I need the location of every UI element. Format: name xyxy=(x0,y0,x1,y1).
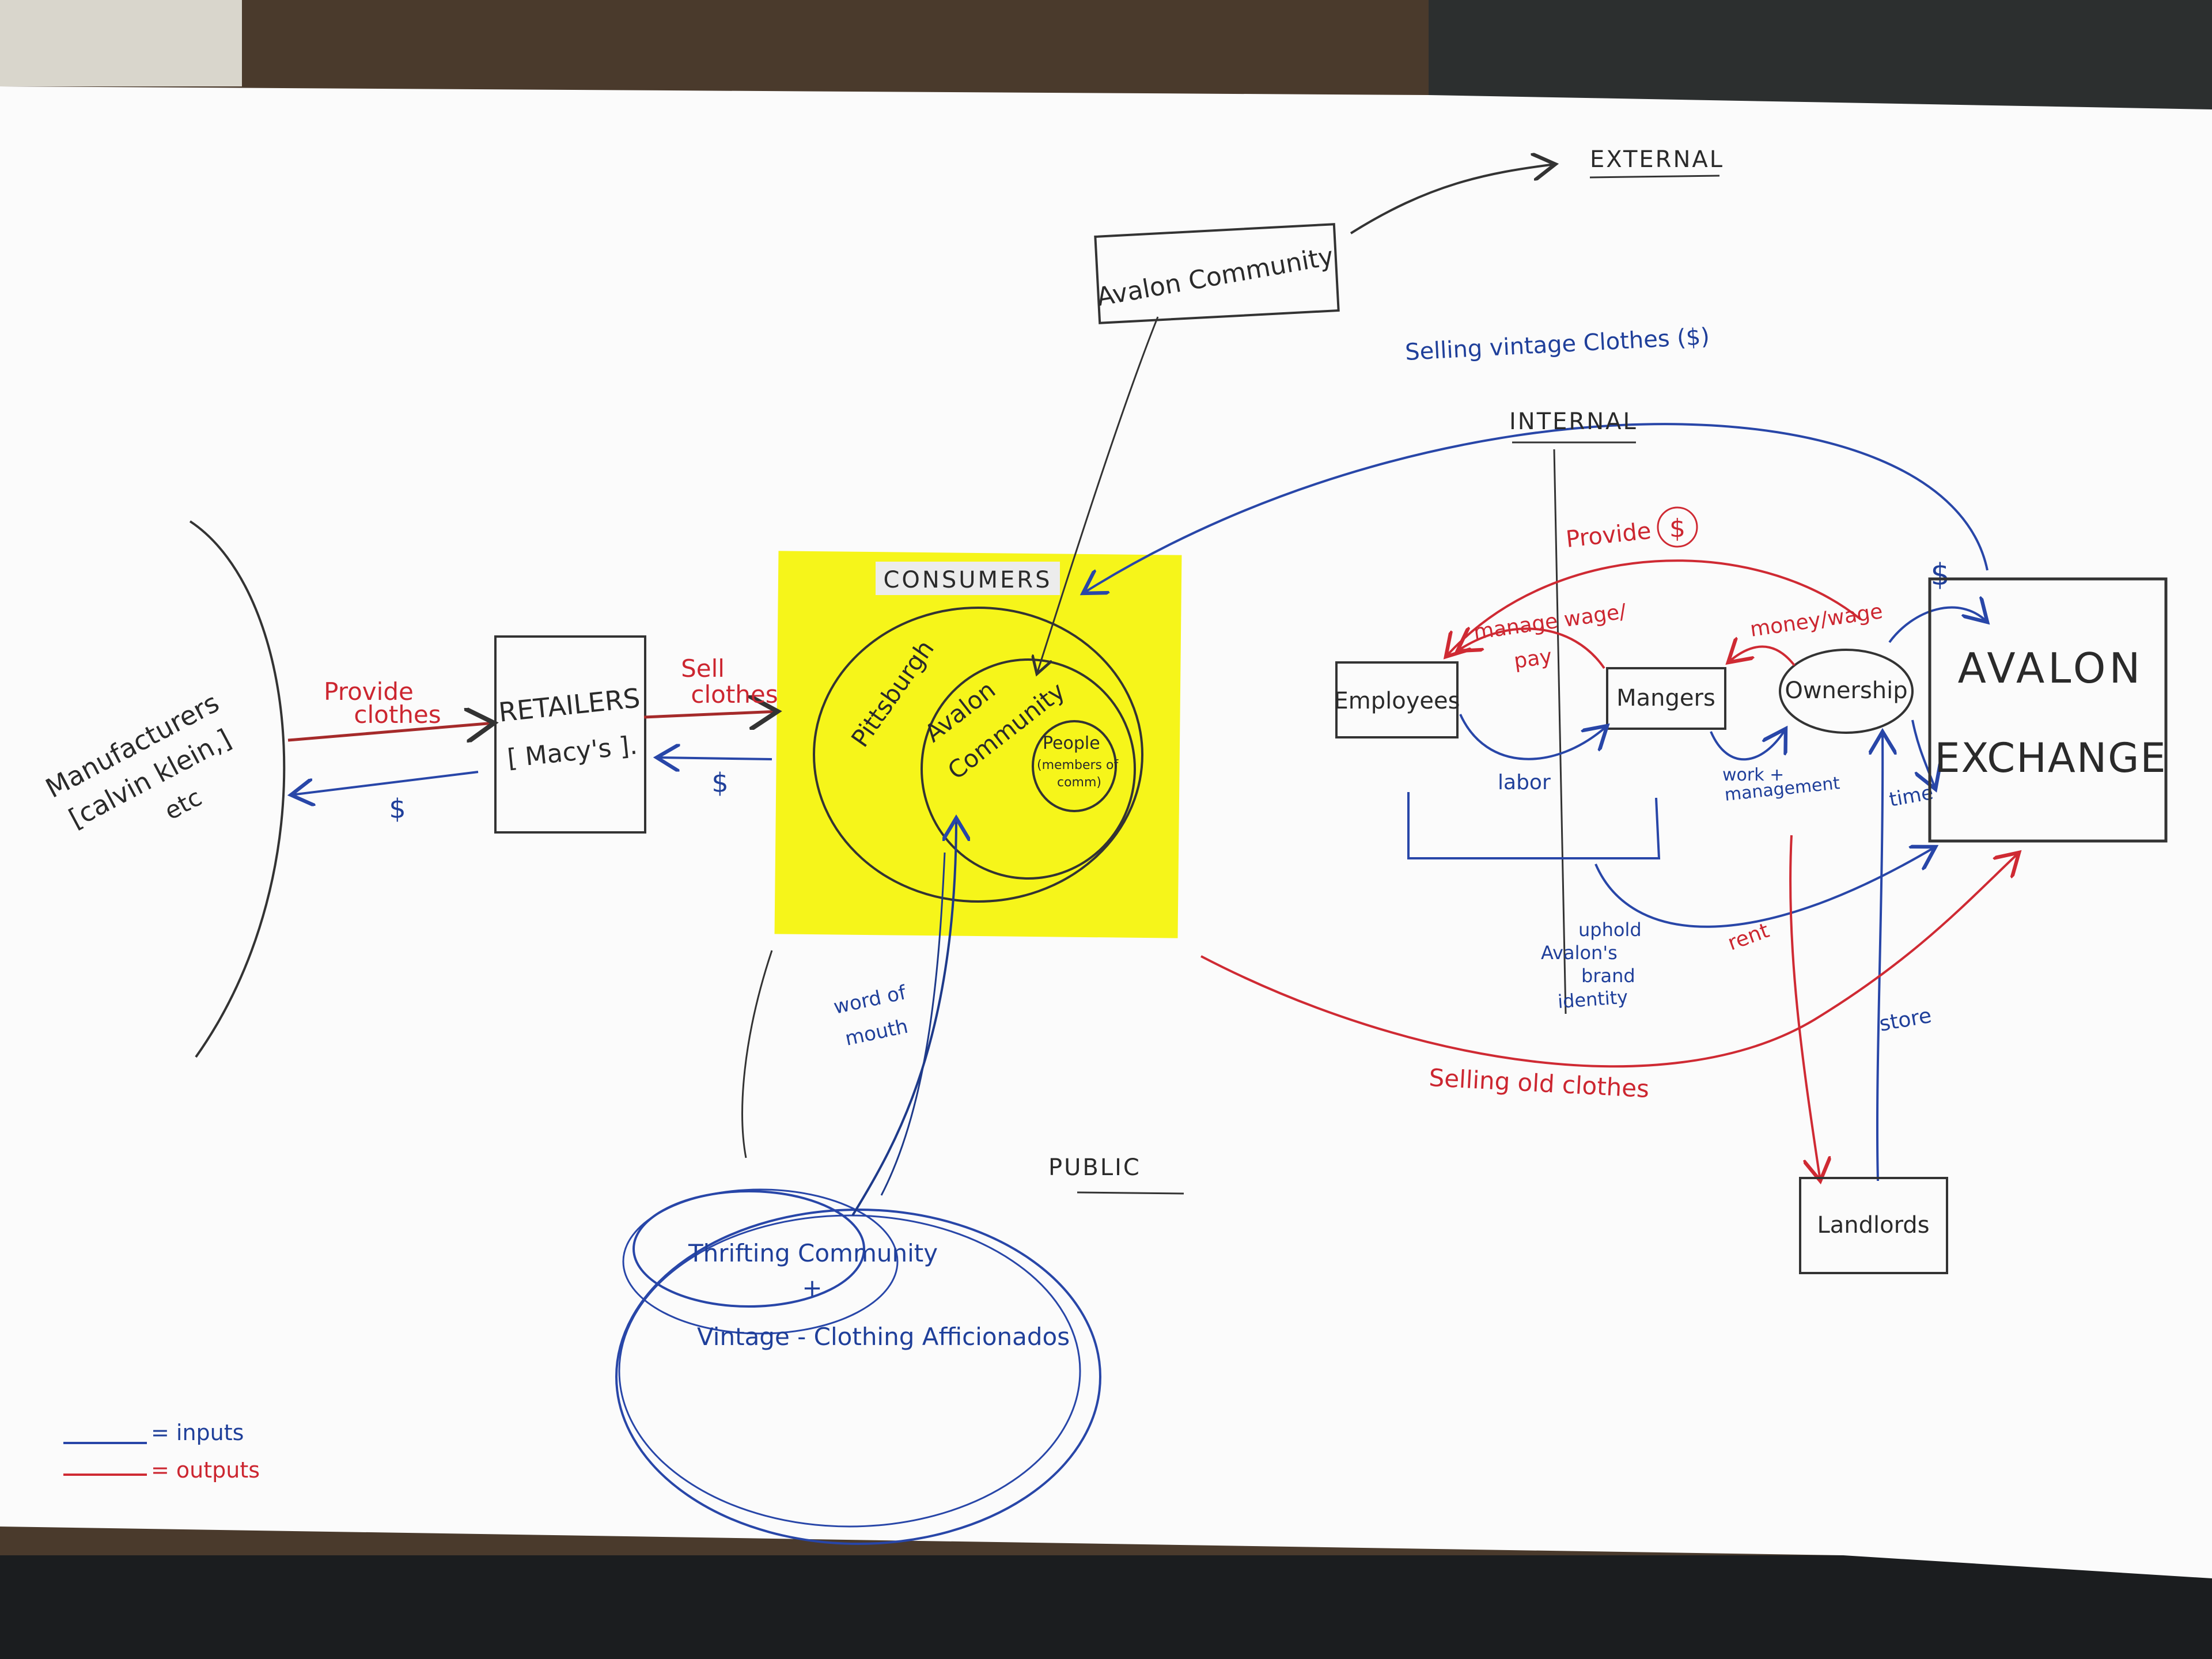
legend-inputs-label: = inputs xyxy=(151,1420,244,1445)
legend-outputs-label: = outputs xyxy=(151,1457,260,1483)
public-underline xyxy=(1077,1192,1184,1194)
ring-people-label-1: People xyxy=(1043,733,1100,753)
provide-dollar-symbol: $ xyxy=(1669,514,1685,543)
provide-clothes-label-2: clothes xyxy=(354,700,441,729)
labor-label: labor xyxy=(1498,771,1551,794)
thrifting-label-3: Vintage - Clothing Afficionados xyxy=(697,1323,1070,1351)
ownership-label: Ownership xyxy=(1785,677,1907,704)
sell-clothes-label-1: Sell xyxy=(681,654,725,683)
cutting-mat xyxy=(1429,0,2212,109)
dollar-to-manufacturers-label: $ xyxy=(389,793,406,824)
paper-scrap xyxy=(0,0,242,86)
avalon-exchange-label-2: EXCHANGE xyxy=(1934,734,2166,782)
uphold-label-2: Avalon's xyxy=(1541,942,1618,964)
avalon-exchange-label-1: AVALON xyxy=(1958,644,2144,692)
internal-label: INTERNAL xyxy=(1509,408,1638,435)
employees-label: Employees xyxy=(1334,688,1460,714)
external-label: EXTERNAL xyxy=(1590,146,1724,173)
sell-clothes-label-2: clothes xyxy=(691,680,778,709)
consumers-title: CONSUMERS xyxy=(884,567,1052,593)
landlords-label: Landlords xyxy=(1817,1212,1929,1238)
ring-people-label-3: comm) xyxy=(1057,775,1101,790)
uphold-label-1: uphold xyxy=(1578,919,1642,941)
thrifting-label-1: Thrifting Community xyxy=(688,1239,938,1267)
dollar-to-retailers-label: $ xyxy=(711,767,728,798)
managers-label: Mangers xyxy=(1616,685,1715,711)
floor-shadow xyxy=(0,1555,2212,1659)
dollar-avalon-label: $ xyxy=(1930,558,1949,592)
public-label: PUBLIC xyxy=(1048,1154,1141,1181)
uphold-label-3: brand xyxy=(1581,965,1635,987)
thrifting-label-2: + xyxy=(802,1274,822,1302)
ring-people-label-2: (members of xyxy=(1037,758,1119,772)
